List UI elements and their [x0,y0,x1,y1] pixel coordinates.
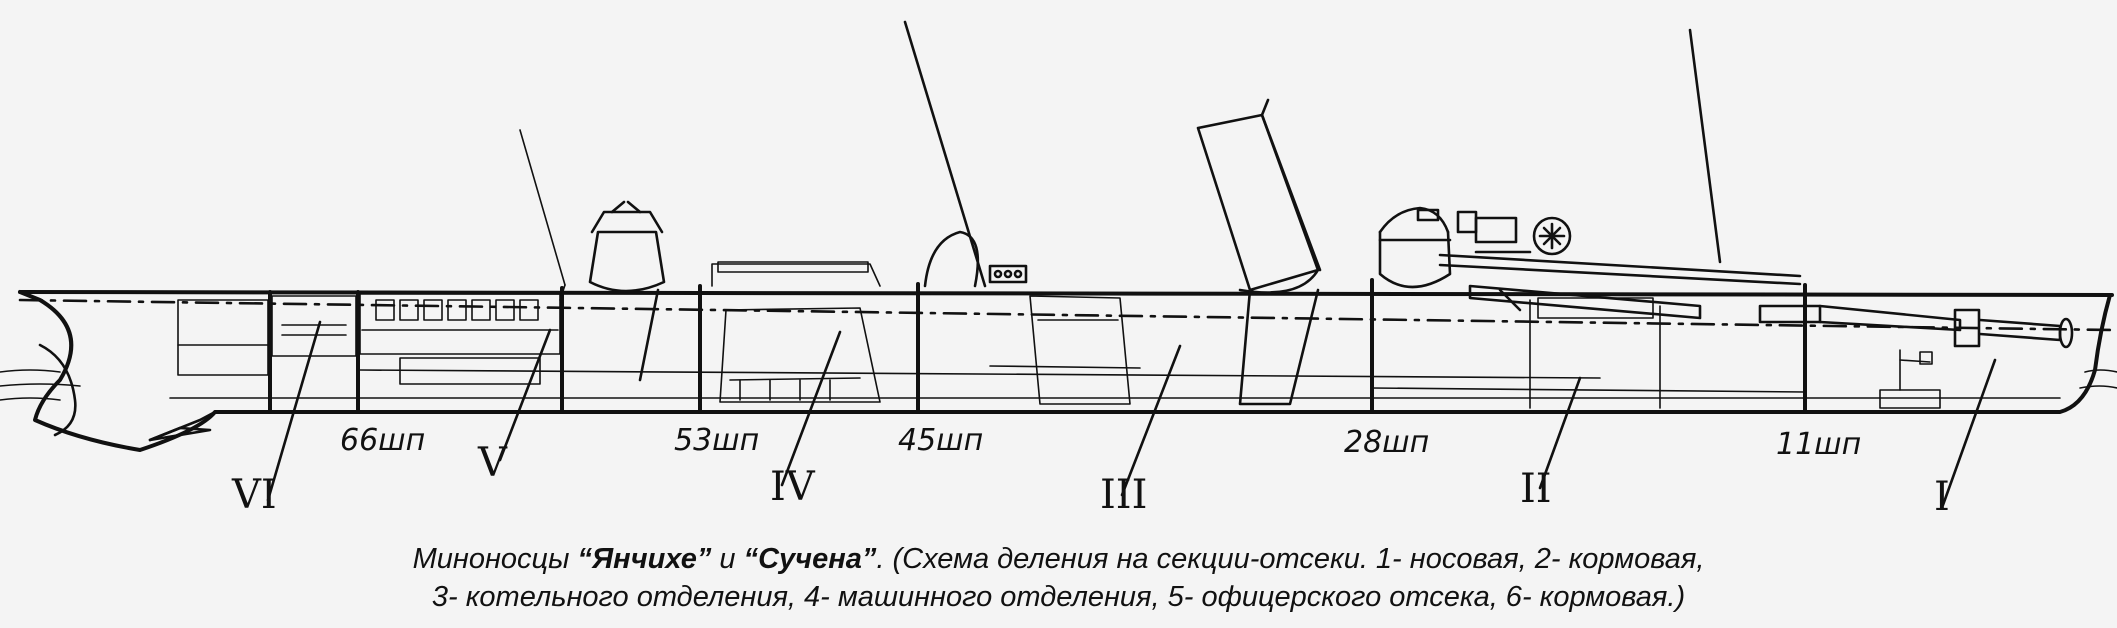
caption-line-2: 3- котельного отделения, 4- машинного от… [431,581,1686,613]
section-numeral-i: I [1934,474,1950,520]
compartment-v-detail [359,129,566,385]
section-numeral-iii: III [1100,472,1147,518]
compartment-iv-detail [711,261,881,403]
frame-label-11: 11шп [1776,427,1861,462]
torpedo-tube [1468,284,2074,349]
caption-ship-2: “Сучена” [743,543,877,575]
forward-funnel [1196,98,1322,406]
caption-ship-1: “Янчихе” [577,543,712,575]
bulkheads [268,278,1807,414]
caption-line-1: Миноносцы “Янчихе” и “Сучена”. (Схема де… [0,540,2117,578]
caption-rest: . (Схема деления на секции-отсеки. 1- но… [876,543,1705,575]
aft-funnel [588,200,666,382]
stern-details [38,343,217,442]
compartment-ii-detail [1371,297,1806,409]
section-numeral-vi: VI [231,472,277,518]
inner-deck-line [359,369,1601,379]
section-numeral-v: V [477,440,508,486]
forward-ventilator [1378,206,1452,289]
bridge-detail [1438,28,1802,286]
section-numeral-iv: IV [770,464,816,510]
caption-lead: Миноносцы [412,543,578,575]
compartment-vi-detail [177,295,357,376]
section-numeral-ii: II [1520,466,1552,512]
waterline [18,298,2114,332]
frame-label-53: 53шп [674,423,759,458]
middle-mast [903,20,1028,288]
leader-lines [266,320,1997,507]
compartment-i-detail [1879,349,1941,409]
caption-conj: и [711,543,744,575]
compartment-iii-detail [989,295,1141,405]
frame-label-66: 66шп [340,423,425,458]
frame-label-45: 45шп [898,423,983,458]
diagram-caption: Миноносцы “Янчихе” и “Сучена”. (Схема де… [0,540,2117,616]
frame-label-28: 28шп [1344,425,1429,460]
